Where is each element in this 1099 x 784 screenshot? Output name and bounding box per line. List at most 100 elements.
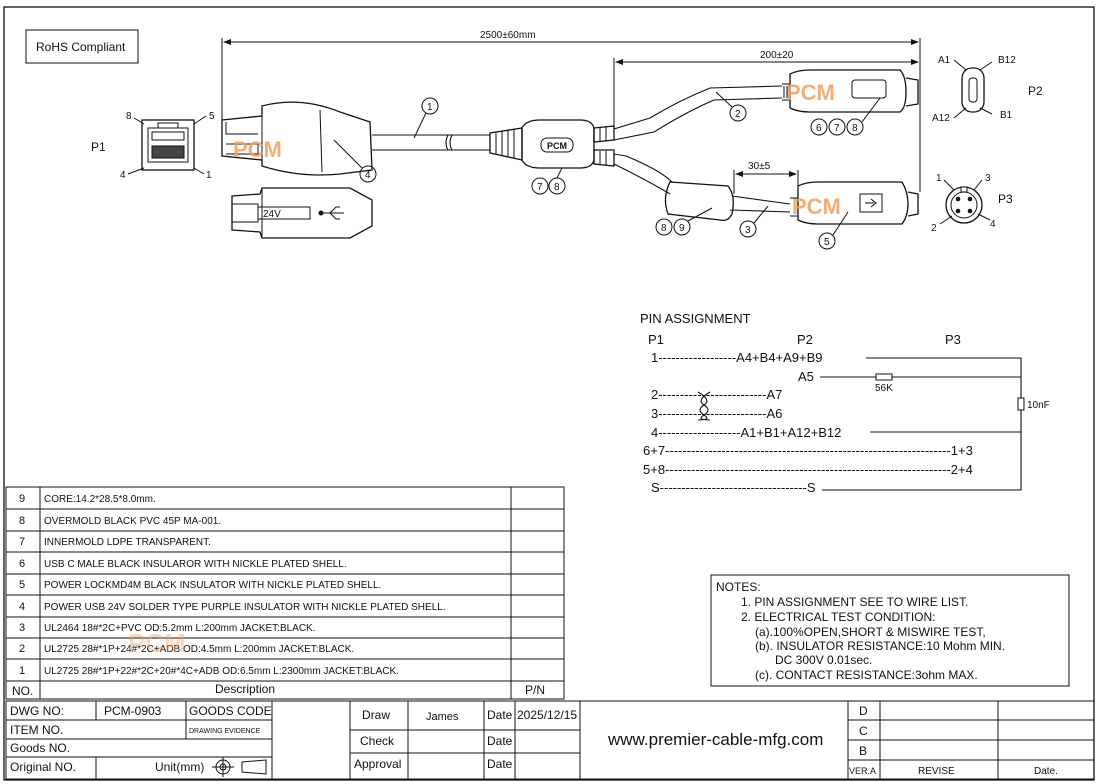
balloon-4-text: 4 [365,170,371,181]
note-line-5: DC 300V 0.01sec. [775,653,872,667]
ver-label: VER.A [849,766,876,776]
date-label-1: Date [487,708,513,722]
balloon-3-text: 3 [745,225,751,236]
p1-pin-5: 5 [209,111,215,122]
pin-row-1: 1------------------A4+B4+A9+B9 [651,350,823,365]
revise-label: REVISE [918,766,955,777]
capacitor-label: 10nF [1027,400,1050,411]
balloon-2 [715,91,747,122]
p1-pin-8: 8 [126,111,132,122]
date-label-2: Date [487,734,513,748]
dim-branch: 200±20 [760,50,794,61]
title-block-grid [5,700,1095,780]
pcm-watermark: PCM [128,628,186,658]
draw-name: James [426,711,459,723]
bom-table-grid [5,486,565,700]
item-no-label: ITEM NO. [10,723,63,737]
rev-b: B [859,744,867,758]
p3-pin-3: 3 [985,173,991,184]
notes-title: NOTES: [716,580,761,594]
pcm-logo-p3: PCM [792,194,841,219]
balloon-group-p2 [810,97,881,136]
balloon-split-8: 8 [661,223,667,234]
bom-desc-5: POWER LOCKMD4M BLACK INSULATOR WITH NICK… [44,580,381,591]
bom-no-1: 1 [19,665,25,677]
bom-header-pn: P/N [525,683,545,697]
note-line-4: (b). INSULATOR RESISTANCE:10 Mohm MIN. [755,639,1005,653]
balloon-5-text: 5 [824,237,830,248]
p1-plug-top [231,187,373,239]
bom-no-7: 7 [19,536,25,548]
bom-desc-6: USB C MALE BLACK INSULAROR WITH NICKLE P… [44,559,347,570]
note-line-6: (c). CONTACT RESISTANCE:3ohm MAX. [755,668,978,682]
p2-pin-a12: A12 [932,113,950,124]
p3-label: P3 [998,192,1013,206]
p3-connector-face [939,179,991,225]
bom-desc-9: CORE:14.2*28.5*8.0mm. [44,494,156,505]
p1-pin-1: 1 [206,170,212,181]
pin-row-a5: A5 [798,369,814,384]
twisted-pair-icon [697,391,711,421]
pin-row-58: 5+8-------------------------------------… [643,462,973,477]
check-label: Check [360,734,395,748]
dwg-no-value: PCM-0903 [104,704,162,718]
note-line-3: (a).100%OPEN,SHORT & MISWIRE TEST, [755,625,986,639]
dim-split: 30±5 [748,161,771,172]
notes-box [710,574,1070,687]
balloon-mold-7: 7 [537,182,543,193]
strain-relief-main [489,127,523,161]
balloon-5 [818,211,849,250]
pin-row-4: 4-------------------A1+B1+A12+B12 [651,425,841,440]
pin-row-67: 6+7-------------------------------------… [643,443,973,458]
p1-plug-side [221,101,373,176]
bom-no-9: 9 [19,493,25,505]
balloon-group-split [655,207,713,236]
bom-desc-3: UL2464 18#*2C+PVC OD:5.2mm L:200mm JACKE… [44,623,316,634]
rohs-label: RoHS Compliant [36,40,126,54]
resistor-label: 56K [875,383,893,394]
balloon-2-text: 2 [735,109,741,120]
rohs-box [25,29,139,64]
pin-row-s: S----------------------------------S [651,480,816,495]
pin-header-p3: P3 [945,332,961,347]
website: www.premier-cable-mfg.com [607,730,823,749]
bom-desc-1: UL2725 28#*1P+22#*2C+20#*4C+ADB OD:6.5mm… [44,666,399,677]
bom-desc-8: OVERMOLD BLACK PVC 45P MA-001. [44,516,221,527]
p2-label: P2 [1028,84,1043,98]
dim-overall: 2500±60mm [480,30,536,41]
note-line-1: 1. PIN ASSIGNMENT SEE TO WIRE LIST. [741,595,968,609]
sheet-border [3,6,1095,781]
bom-no-4: 4 [19,601,25,613]
p2-pin-a1: A1 [938,55,951,66]
unit-label: Unit(mm) [155,760,204,774]
pin-header-p2: P2 [797,332,813,347]
drawing-evidence: DRAWING EVIDENCE [189,728,261,735]
rev-d: D [859,704,868,718]
bom-no-3: 3 [19,622,25,634]
draw-label: Draw [362,708,390,722]
note-line-2: 2. ELECTRICAL TEST CONDITION: [741,610,935,624]
projection-symbol-icon [212,757,267,777]
pin-assignment-title: PIN ASSIGNMENT [640,311,751,326]
strain-relief-split [593,125,615,167]
original-no-label: Original NO. [10,760,76,774]
p3-pin-4: 4 [990,219,996,230]
p3-pin-2: 2 [931,223,937,234]
balloon-p2-8: 8 [852,123,858,134]
bom-desc-2: UL2725 28#*1P+24#*2C+ADB OD:4.5mm L:200m… [44,644,354,655]
resistor-56k [875,373,893,381]
date-value: 2025/12/15 [517,708,577,722]
rev-c: C [859,724,868,738]
bom-header-no: NO. [12,684,33,698]
balloon-group-mold [531,167,566,195]
pin-row-3: 3-------------------------A6 [651,406,782,421]
goods-code-label: GOODS CODE [189,704,272,718]
balloon-p2-7: 7 [834,123,840,134]
balloon-1 [413,97,439,139]
bom-header-desc: Description [215,682,275,696]
p2-pin-b12: B12 [998,55,1016,66]
bom-no-5: 5 [19,579,25,591]
usb-symbol-icon [318,206,344,220]
dwg-no-label: DWG NO: [10,704,64,718]
